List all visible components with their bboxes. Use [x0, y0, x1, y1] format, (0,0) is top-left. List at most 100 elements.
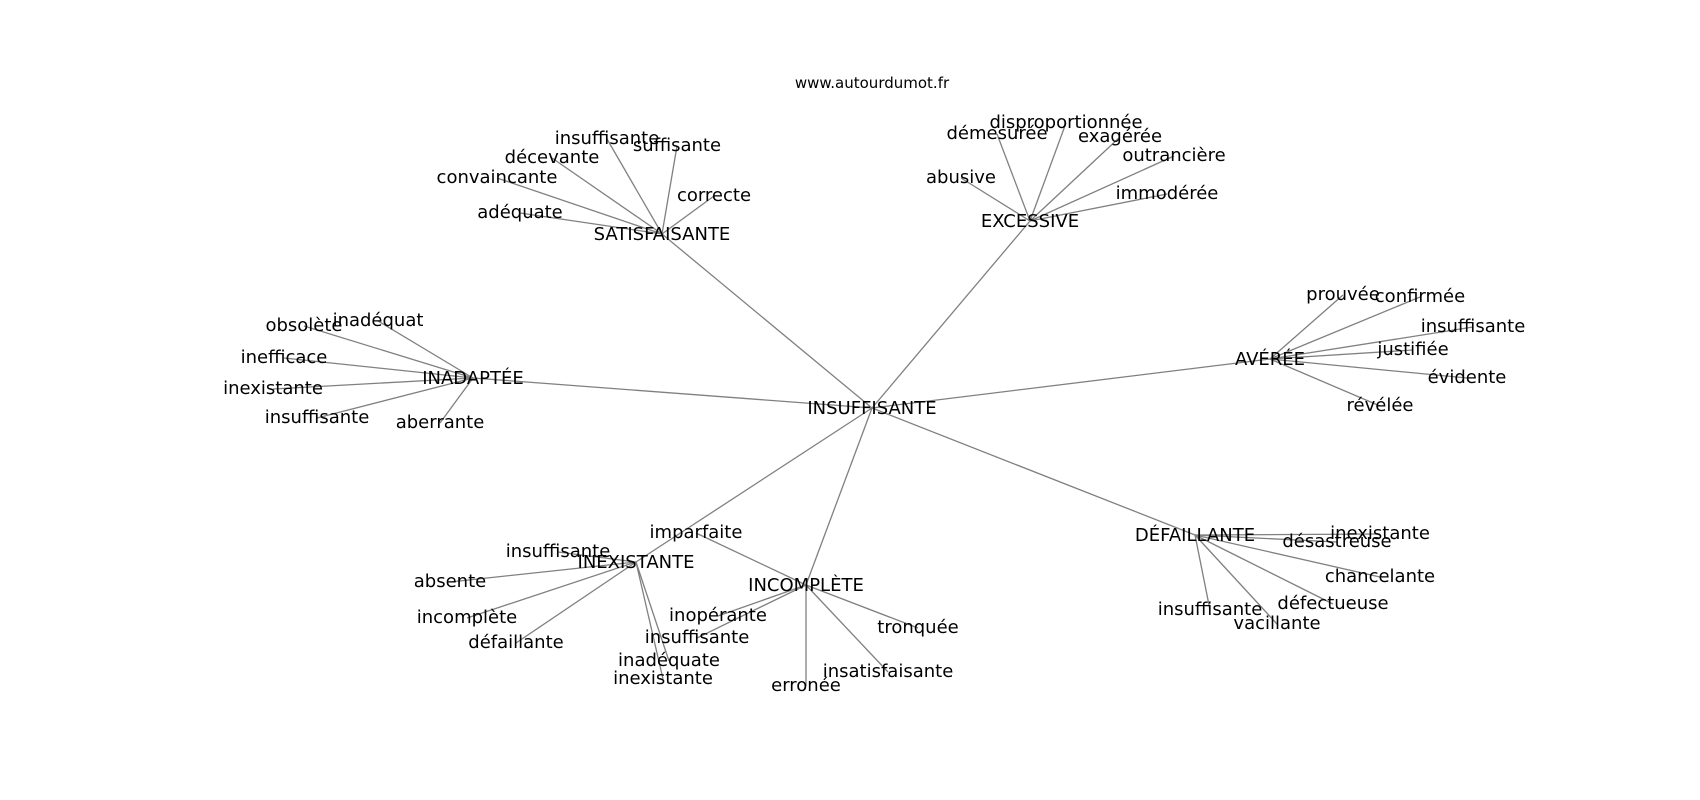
leaf-node-label: évidente: [1428, 367, 1507, 388]
leaf-node-label: décevante: [505, 147, 600, 168]
hub-node-label: INCOMPLÈTE: [748, 574, 864, 596]
leaf-node-label: chancelante: [1325, 566, 1435, 587]
leaf-node-label: suffisante: [633, 135, 721, 156]
hub-leaf-edge: [496, 177, 663, 235]
hub-leaf-edge: [717, 584, 807, 617]
hub-leaf-edge: [696, 584, 807, 639]
hub-leaf-edge: [272, 377, 474, 390]
leaf-node-label: prouvée: [1306, 284, 1380, 305]
hub-leaf-edge: [519, 212, 663, 235]
leaf-node-label: vacillante: [1233, 613, 1320, 634]
hub-leaf-edge: [316, 377, 474, 419]
leaf-node-label: démesurée: [946, 123, 1047, 144]
leaf-node-label: immodérée: [1116, 183, 1219, 204]
hub-leaf-edge: [661, 145, 678, 235]
leaf-node-label: exagérée: [1078, 126, 1162, 147]
leaf-node-label: défaillante: [468, 632, 563, 653]
hub-leaf-edge: [1269, 296, 1421, 360]
hub-leaf-edge: [1194, 534, 1278, 625]
leaf-node-label: disproportionnée: [989, 112, 1142, 133]
hub-node-label: INEXISTANTE: [578, 552, 695, 573]
hub-node-label: DÉFAILLANTE: [1135, 524, 1255, 546]
hub-leaf-edge: [960, 177, 1031, 222]
hub-leaf-edge: [635, 561, 670, 662]
hub-leaf-edge: [1194, 534, 1381, 578]
hub-leaf-edge: [303, 325, 474, 379]
leaf-node-label: insuffisante: [645, 627, 750, 648]
root-hub-edge: [871, 407, 1196, 536]
root-hub-edge: [871, 220, 1031, 409]
hub-node-label: INADAPTÉE: [422, 367, 524, 389]
root-hub-edge: [661, 233, 873, 409]
leaf-node-label: inadéquate: [618, 650, 720, 671]
hub-leaf-edge: [1269, 294, 1344, 360]
hub-node-label: SATISFAISANTE: [594, 224, 731, 245]
leaf-node-label: défectueuse: [1277, 593, 1388, 614]
leaf-node-label: erronée: [771, 675, 841, 696]
hub-leaf-edge: [1269, 358, 1381, 407]
leaf-node-label: convaincante: [437, 167, 558, 188]
source-watermark: www.autourdumot.fr: [795, 74, 950, 92]
hub-leaf-edge: [515, 561, 637, 644]
hub-leaf-edge: [1269, 349, 1414, 360]
hub-leaf-edge: [805, 584, 919, 629]
hub-leaf-edge: [1194, 533, 1381, 536]
leaf-node-label: insuffisante: [265, 407, 370, 428]
hub-leaf-edge: [377, 320, 474, 379]
leaf-node-label: inefficace: [241, 347, 328, 368]
leaf-node-label: justifiée: [1376, 339, 1448, 360]
leaf-node-label: insatisfaisante: [823, 661, 954, 682]
root-hub-edge: [871, 358, 1271, 409]
leaf-node-label: insuffisante: [506, 541, 611, 562]
leaf-node-label: inexistante: [1330, 523, 1430, 544]
hub-leaf-edge: [1194, 534, 1334, 605]
hub-leaf-edge: [695, 532, 807, 586]
leaf-node-label: adéquate: [477, 202, 563, 223]
leaf-node-label: inadéquat: [333, 310, 424, 331]
leaf-node-label: aberrante: [396, 412, 485, 433]
leaf-node-label: imparfaite: [650, 522, 743, 543]
hub-leaf-edge: [635, 561, 664, 680]
hub-leaf-edge: [449, 561, 637, 583]
hub-leaf-edge: [1029, 136, 1121, 222]
leaf-node-label: insuffisante: [1421, 316, 1526, 337]
hub-leaf-edge: [439, 377, 474, 424]
hub-leaf-edge: [606, 138, 663, 235]
leaf-node-label: obsolète: [265, 315, 342, 336]
hub-node-label: EXCESSIVE: [981, 211, 1079, 232]
hub-leaf-edge: [466, 561, 637, 619]
hub-leaf-edge: [1029, 122, 1067, 222]
leaf-node-label: incomplète: [417, 607, 518, 628]
root-hub-edge: [635, 407, 873, 563]
leaf-node-label: outrancière: [1122, 145, 1225, 166]
hub-leaf-edge: [1269, 358, 1468, 379]
leaf-node-label: insuffisante: [1158, 599, 1263, 620]
hub-leaf-edge: [1029, 155, 1175, 222]
hub-leaf-edge: [805, 584, 889, 673]
root-hub-edge: [805, 407, 873, 586]
hub-leaf-edge: [1194, 534, 1211, 611]
leaf-node-label: insuffisante: [555, 128, 660, 149]
leaf-node-label: correcte: [677, 185, 751, 206]
root-hub-edge: [472, 377, 873, 409]
hub-leaf-edge: [1269, 326, 1474, 360]
graph-edges: [272, 122, 1474, 686]
root-node-label: INSUFFISANTE: [807, 398, 936, 419]
hub-leaf-edge: [557, 551, 637, 563]
leaf-node-label: désastreuse: [1282, 531, 1391, 552]
leaf-node-label: inexistante: [613, 668, 713, 689]
leaf-node-label: révélée: [1347, 395, 1414, 416]
leaf-node-label: absente: [414, 571, 486, 592]
hub-leaf-edge: [283, 357, 474, 379]
hub-leaf-edge: [1029, 193, 1168, 222]
leaf-node-label: confirmée: [1375, 286, 1465, 307]
leaf-node-label: inexistante: [223, 378, 323, 399]
hub-node-label: AVÉRÉE: [1235, 348, 1305, 370]
graph-labels: www.autourdumot.fr INSUFFISANTE SATISFAI…: [223, 74, 1525, 696]
hub-leaf-edge: [661, 195, 715, 235]
leaf-node-label: abusive: [926, 167, 996, 188]
hub-leaf-edge: [1194, 534, 1338, 543]
leaf-node-label: inopérante: [669, 605, 767, 626]
hub-leaf-edge: [996, 133, 1031, 222]
